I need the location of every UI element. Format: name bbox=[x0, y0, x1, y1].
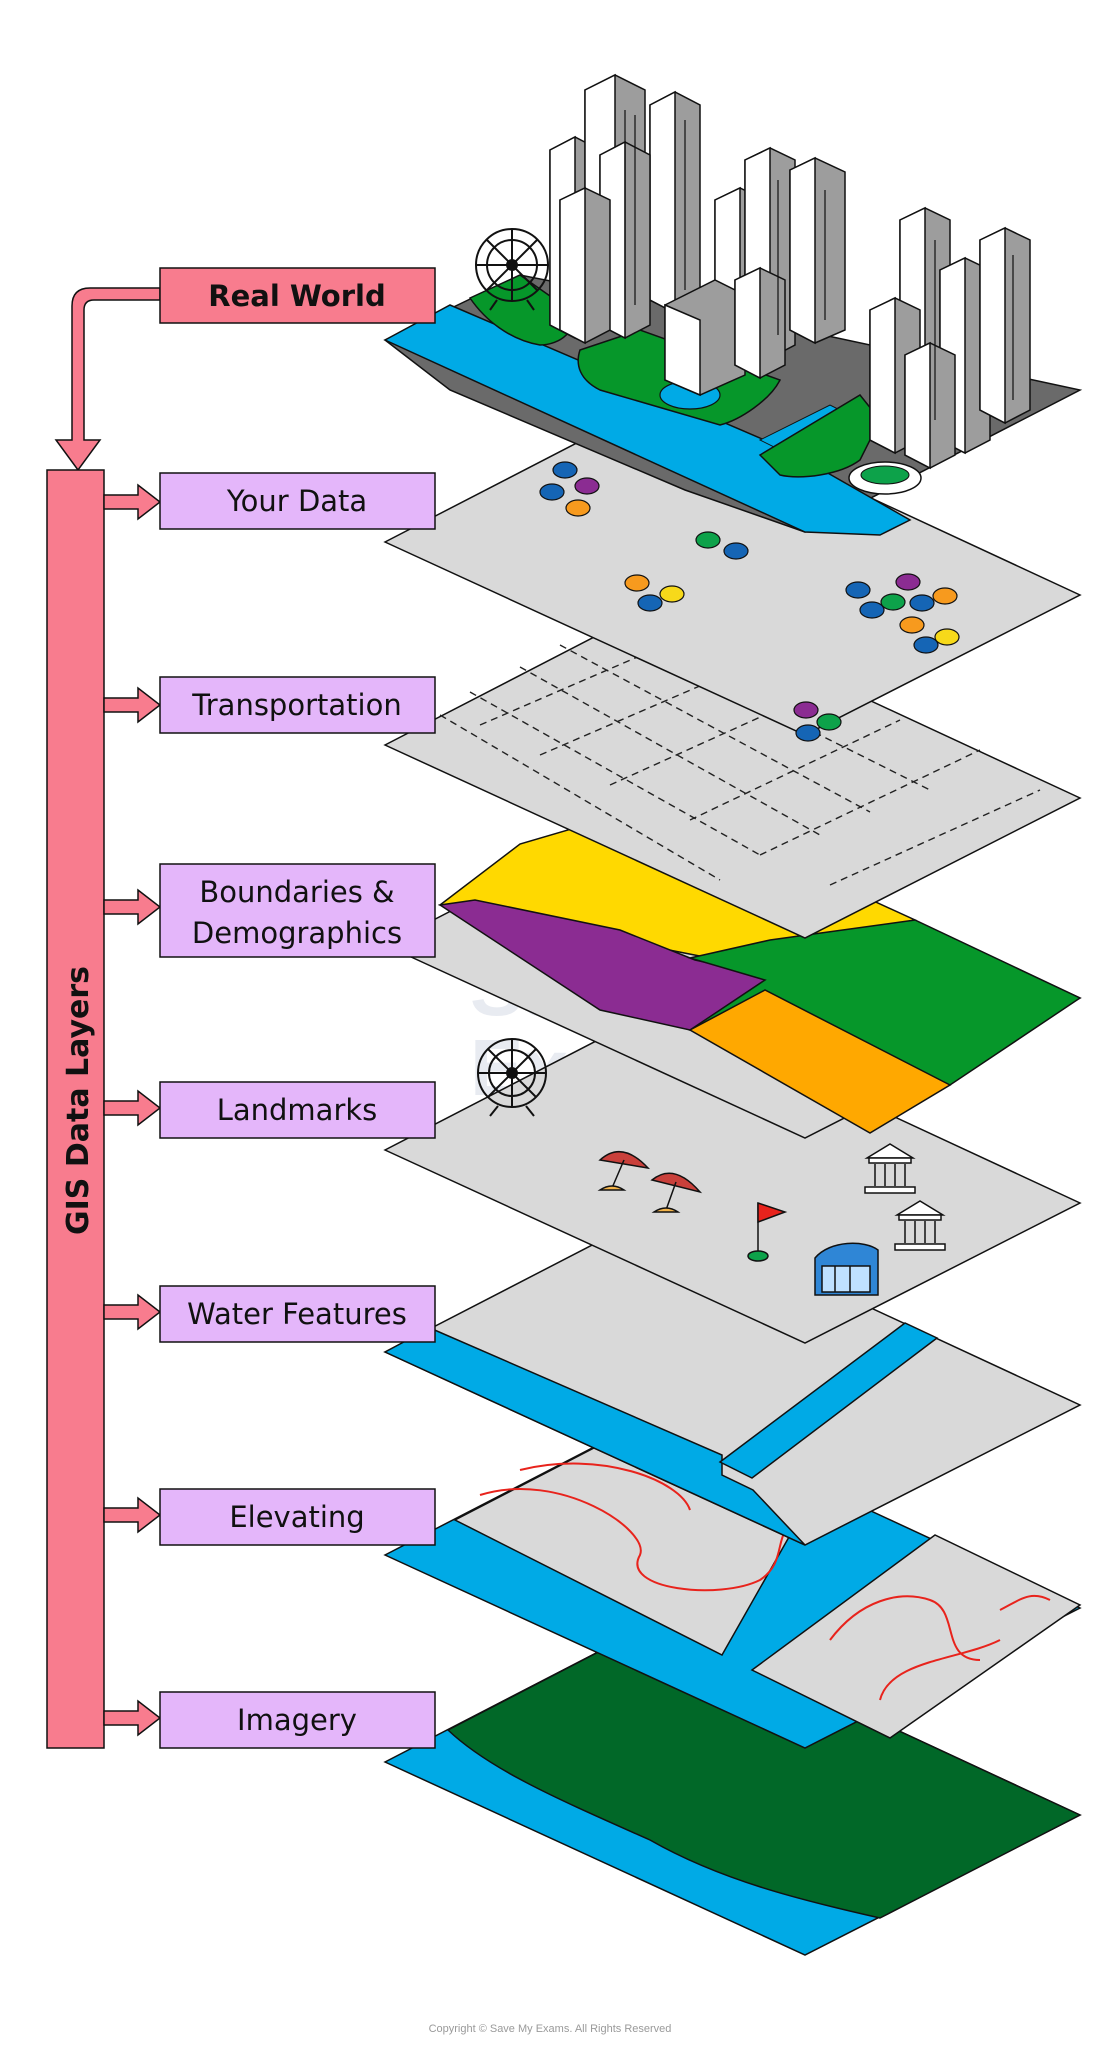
ferris-wheel-icon bbox=[475, 228, 549, 311]
stadium-icon bbox=[814, 1242, 879, 1296]
layer-landmarks-sheet bbox=[383, 1007, 1082, 1344]
layer-label-water-features: Water Features bbox=[159, 1285, 436, 1343]
real-world-label: Real World bbox=[208, 279, 385, 313]
layer-label-landmarks: Landmarks bbox=[159, 1081, 436, 1139]
museum-icon bbox=[864, 1143, 916, 1194]
layer-label-boundaries-demographics: Boundaries & Demographics bbox=[159, 863, 436, 958]
building-icon bbox=[664, 146, 846, 397]
layer-label-elevating: Elevating bbox=[159, 1488, 436, 1546]
layer-imagery-sheet bbox=[383, 1619, 1082, 1956]
layer-label-text-line-1: Boundaries & bbox=[199, 875, 394, 909]
layer-label-your-data: Your Data bbox=[159, 472, 436, 530]
data-points bbox=[539, 461, 960, 742]
layer-label-transportation: Transportation bbox=[159, 676, 436, 734]
layer-label-text: Landmarks bbox=[217, 1093, 378, 1127]
gis-data-layers-bar: GIS Data Layers bbox=[46, 469, 105, 1749]
layer-arrows bbox=[103, 483, 162, 1737]
layer-label-text: Your Data bbox=[226, 484, 367, 518]
building-icon bbox=[549, 73, 701, 345]
contour-lines bbox=[479, 1462, 1051, 1701]
layer-real-world-city bbox=[383, 73, 1083, 536]
layer-label-text: Elevating bbox=[229, 1500, 364, 1534]
ferris-wheel-icon bbox=[477, 1038, 547, 1117]
window-marks bbox=[624, 110, 1014, 420]
layer-label-text: Transportation bbox=[191, 688, 401, 722]
real-world-connector bbox=[54, 287, 161, 472]
copyright-text: Copyright © Save My Exams. All Rights Re… bbox=[429, 2023, 672, 2035]
umbrella-icon bbox=[650, 1172, 703, 1213]
museum-icon bbox=[894, 1200, 946, 1251]
flag-icon bbox=[747, 1201, 788, 1262]
layer-label-imagery: Imagery bbox=[159, 1691, 436, 1749]
real-world-label-box: Real World bbox=[159, 267, 436, 324]
layer-your-data-sheet bbox=[383, 399, 1082, 742]
layer-label-text: Imagery bbox=[237, 1703, 357, 1737]
layer-label-text: Water Features bbox=[187, 1297, 407, 1331]
side-title: GIS Data Layers bbox=[61, 966, 96, 1235]
umbrella-icon bbox=[597, 1151, 651, 1191]
building-icon bbox=[869, 206, 1031, 470]
layer-label-text-line-2: Demographics bbox=[192, 916, 402, 950]
stadium-icon bbox=[848, 461, 922, 495]
